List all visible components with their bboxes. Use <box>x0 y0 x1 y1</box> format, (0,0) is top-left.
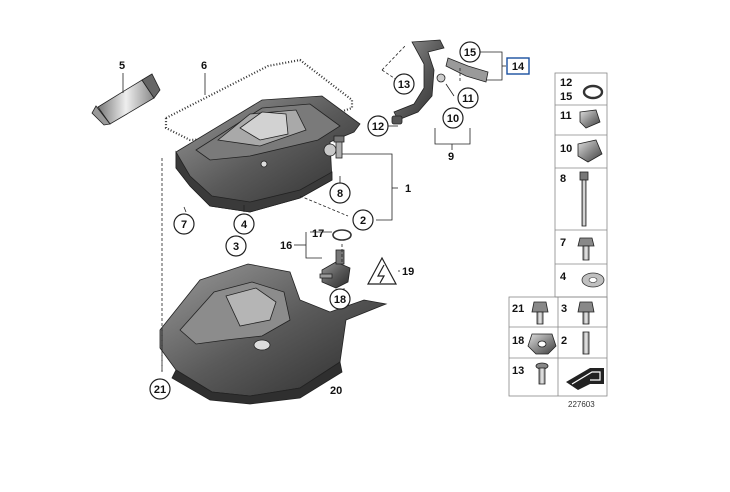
svg-text:10: 10 <box>447 113 459 125</box>
callout-17: 17 <box>312 228 324 240</box>
svg-text:18: 18 <box>334 294 346 306</box>
legend-ring-icon <box>582 84 604 100</box>
legend-clamp-10-icon <box>577 139 603 163</box>
callout-21: 21 <box>149 378 171 400</box>
callout-4: 4 <box>233 213 255 235</box>
svg-text:9: 9 <box>448 151 454 163</box>
upper-oil-pan-illustration <box>175 95 361 213</box>
callout-5: 5 <box>119 60 125 72</box>
legend-21: 21 <box>512 303 524 315</box>
callout-1: 1 <box>405 183 411 195</box>
svg-text:2: 2 <box>360 215 366 227</box>
svg-text:13: 13 <box>398 79 410 91</box>
callout-12: 12 <box>367 115 389 137</box>
svg-text:21: 21 <box>154 384 166 396</box>
lower-oil-pan-illustration <box>159 263 388 405</box>
svg-text:16: 16 <box>280 240 292 252</box>
callouts: 5 6 7 4 3 8 2 1 12 13 15 14 11 10 9 16 1… <box>119 41 530 400</box>
legend-2: 2 <box>561 335 567 347</box>
legend-12: 12 <box>560 77 572 89</box>
legend-3: 3 <box>561 303 567 315</box>
arrow-icon <box>566 368 604 390</box>
callout-10: 10 <box>442 107 464 129</box>
legend-stud-2-icon <box>582 331 590 355</box>
legend-11: 11 <box>560 110 572 122</box>
legend-nut-18-icon <box>527 333 557 355</box>
sealant-tube-illustration <box>91 73 161 126</box>
callout-11: 11 <box>457 87 479 109</box>
legend-4: 4 <box>560 271 567 283</box>
legend-clip-11-icon <box>579 109 601 129</box>
dashed-leaders <box>161 45 461 372</box>
svg-text:4: 4 <box>241 219 248 231</box>
callout-9: 9 <box>448 151 454 163</box>
legend-screw-13-icon <box>535 362 549 385</box>
svg-text:6: 6 <box>201 60 207 72</box>
o-ring-17-illustration <box>332 229 352 241</box>
diagram-number: 227603 <box>568 400 595 409</box>
svg-text:15: 15 <box>464 47 476 59</box>
svg-text:7: 7 <box>181 219 187 231</box>
svg-text:3: 3 <box>233 241 239 253</box>
callout-2: 2 <box>352 209 374 231</box>
svg-text:20: 20 <box>330 385 342 397</box>
callout-6: 6 <box>201 60 207 72</box>
callout-7: 7 <box>173 213 195 235</box>
callout-3: 3 <box>225 235 247 257</box>
seal-12-illustration <box>391 115 403 125</box>
oil-pan-gasket-illustration <box>164 58 354 142</box>
bolt-8-on-pan <box>333 135 345 159</box>
legend-8: 8 <box>560 173 566 185</box>
callout-8: 8 <box>329 182 351 204</box>
svg-text:14: 14 <box>512 61 525 73</box>
legend-long-bolt-8-icon <box>579 171 589 227</box>
svg-text:17: 17 <box>312 228 324 240</box>
callout-20: 20 <box>330 385 342 397</box>
oil-pickup-pipe-illustration <box>393 39 489 121</box>
legend-13: 13 <box>512 365 524 377</box>
callout-13: 13 <box>393 73 415 95</box>
legend-10: 10 <box>560 143 572 155</box>
callout-16: 16 <box>280 240 292 252</box>
legend-18: 18 <box>512 335 524 347</box>
legend-bolt-21-icon <box>531 301 549 325</box>
svg-text:19: 19 <box>402 266 414 278</box>
oil-level-sensor-illustration <box>319 249 351 289</box>
svg-text:1: 1 <box>405 183 411 195</box>
callout-18: 18 <box>329 288 351 310</box>
legend-15: 15 <box>560 91 572 103</box>
svg-text:5: 5 <box>119 60 125 72</box>
solid-leaders <box>183 51 506 298</box>
legend-bolt-7-icon <box>577 237 595 261</box>
legend-bolt-3-icon <box>577 301 595 325</box>
svg-text:12: 12 <box>372 121 384 133</box>
callout-15: 15 <box>459 41 481 63</box>
callout-19: 19 <box>402 266 414 278</box>
parts-legend: 12 15 11 10 8 7 4 21 3 <box>508 72 608 409</box>
callout-14: 14 <box>506 57 530 75</box>
legend-7: 7 <box>560 237 566 249</box>
electrical-warning-icon <box>366 256 398 285</box>
svg-text:11: 11 <box>462 93 474 105</box>
svg-text:8: 8 <box>337 188 343 200</box>
